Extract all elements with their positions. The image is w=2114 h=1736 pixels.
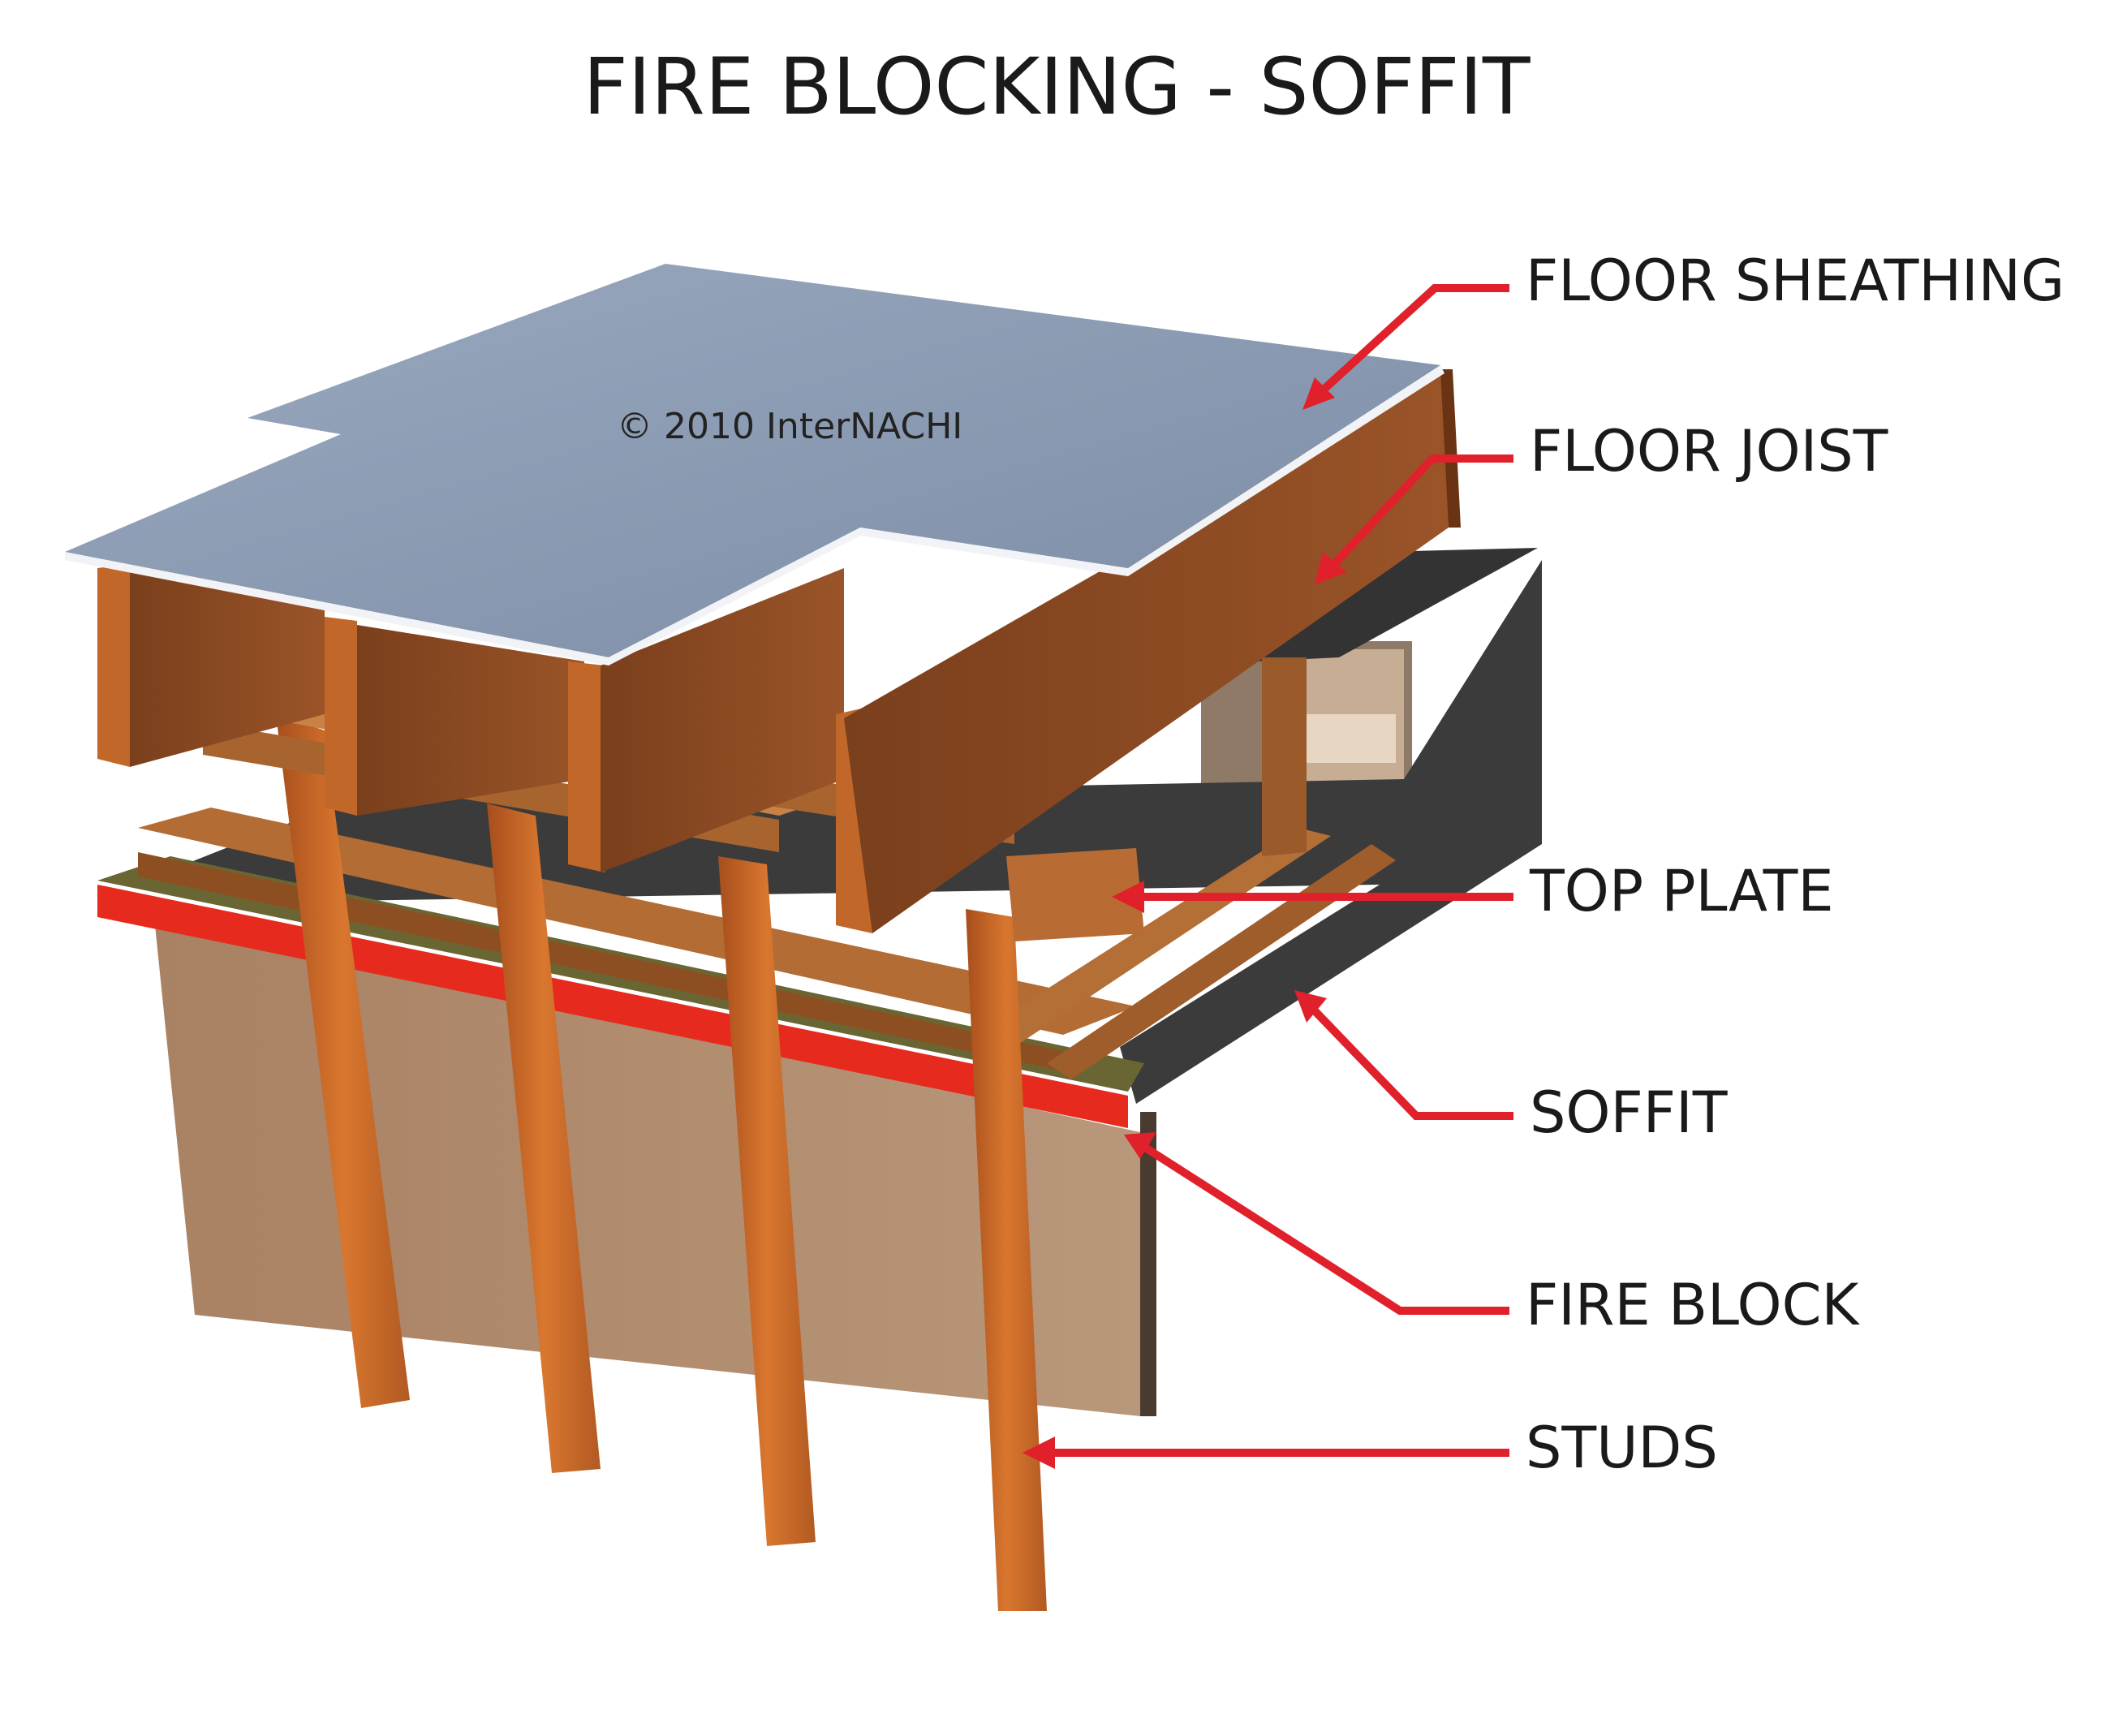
label-studs: STUDS [1526,1415,1718,1481]
floor-joists [97,369,1461,933]
label-floor-joist: FLOOR JOIST [1530,418,1888,485]
arrow-floor-joist [1320,454,1513,579]
arrow-fire-block [1134,1139,1509,1315]
floor-sheathing [65,264,1440,657]
arrowhead [1023,1437,1055,1469]
blocking-board [982,828,1331,1047]
blocking-board [1047,844,1396,1079]
floor-joist [325,617,357,816]
callout-arrows [1039,284,1513,1457]
blocking-board [138,852,1063,1071]
arrow-soffit [1300,996,1513,1120]
arrowhead [1315,552,1347,584]
callout-labels: FLOOR SHEATHING FLOOR JOIST TOP PLATE SO… [1526,248,2064,1481]
floor-joist [97,564,130,767]
studs [276,657,1307,1611]
floor-joist [357,625,584,816]
wall-face-right [1140,1112,1156,1416]
stud [1262,657,1307,856]
blocking-board [138,808,1136,1035]
cavity-block [1298,714,1396,763]
floor-joist-main-end [1440,369,1461,528]
framing-illustration: © 2010 InterNACHI [65,264,1542,1611]
label-fire-block: FIRE BLOCK [1526,1272,1861,1338]
floor-joist [568,661,605,872]
floor-joist-main [844,373,1449,933]
arrowhead [1302,377,1335,410]
floor-joist [601,568,844,872]
stud [487,803,601,1473]
stud [966,909,1047,1611]
wall-face [154,917,1140,1416]
fire-block-strip [97,885,1128,1128]
label-soffit: SOFFIT [1530,1079,1728,1146]
stud [276,714,410,1408]
callout-arrowheads [1023,377,1347,1469]
stud [718,856,816,1546]
arrowhead [1112,881,1144,913]
page-title: FIRE BLOCKING - SOFFIT [583,41,1531,132]
arrowhead [1294,990,1327,1023]
copyright-text: © 2010 InterNACHI [617,406,962,447]
floor-joist [130,572,325,767]
arrowhead [1124,1132,1156,1159]
label-top-plate: TOP PLATE [1529,858,1834,924]
top-plate-block [1006,848,1144,941]
arrow-floor-sheathing [1308,284,1509,404]
label-floor-sheathing: FLOOR SHEATHING [1526,248,2064,314]
